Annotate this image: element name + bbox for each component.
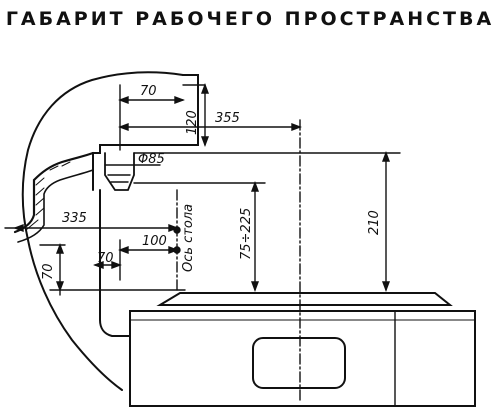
dim-355: 355 bbox=[215, 111, 240, 126]
dim-75-225: 75÷225 bbox=[239, 208, 254, 260]
column bbox=[99, 189, 131, 337]
dim-70-top: 70 bbox=[140, 84, 157, 99]
dim-210: 210 bbox=[367, 210, 382, 235]
spindle-nozzle bbox=[104, 152, 135, 191]
table-plate bbox=[156, 292, 453, 306]
arm-bracket bbox=[13, 151, 95, 234]
page-title: ГАБАРИТ РАБОЧЕГО ПРОСТРАНСТВА bbox=[5, 8, 495, 30]
machine-body-outline bbox=[21, 71, 184, 391]
dim-335: 335 bbox=[62, 211, 87, 226]
table-axis-label: Ось стола bbox=[181, 204, 196, 272]
dim-120: 120 bbox=[185, 110, 200, 135]
dim-70-left: 70 bbox=[41, 263, 56, 280]
dim-phi85: Φ85 bbox=[138, 152, 165, 167]
arm-bracket-inner bbox=[17, 169, 94, 243]
machine-base bbox=[129, 310, 476, 407]
dim-100: 100 bbox=[142, 234, 167, 249]
dim-70-mid: 70 bbox=[97, 251, 114, 266]
base-window bbox=[252, 337, 346, 389]
